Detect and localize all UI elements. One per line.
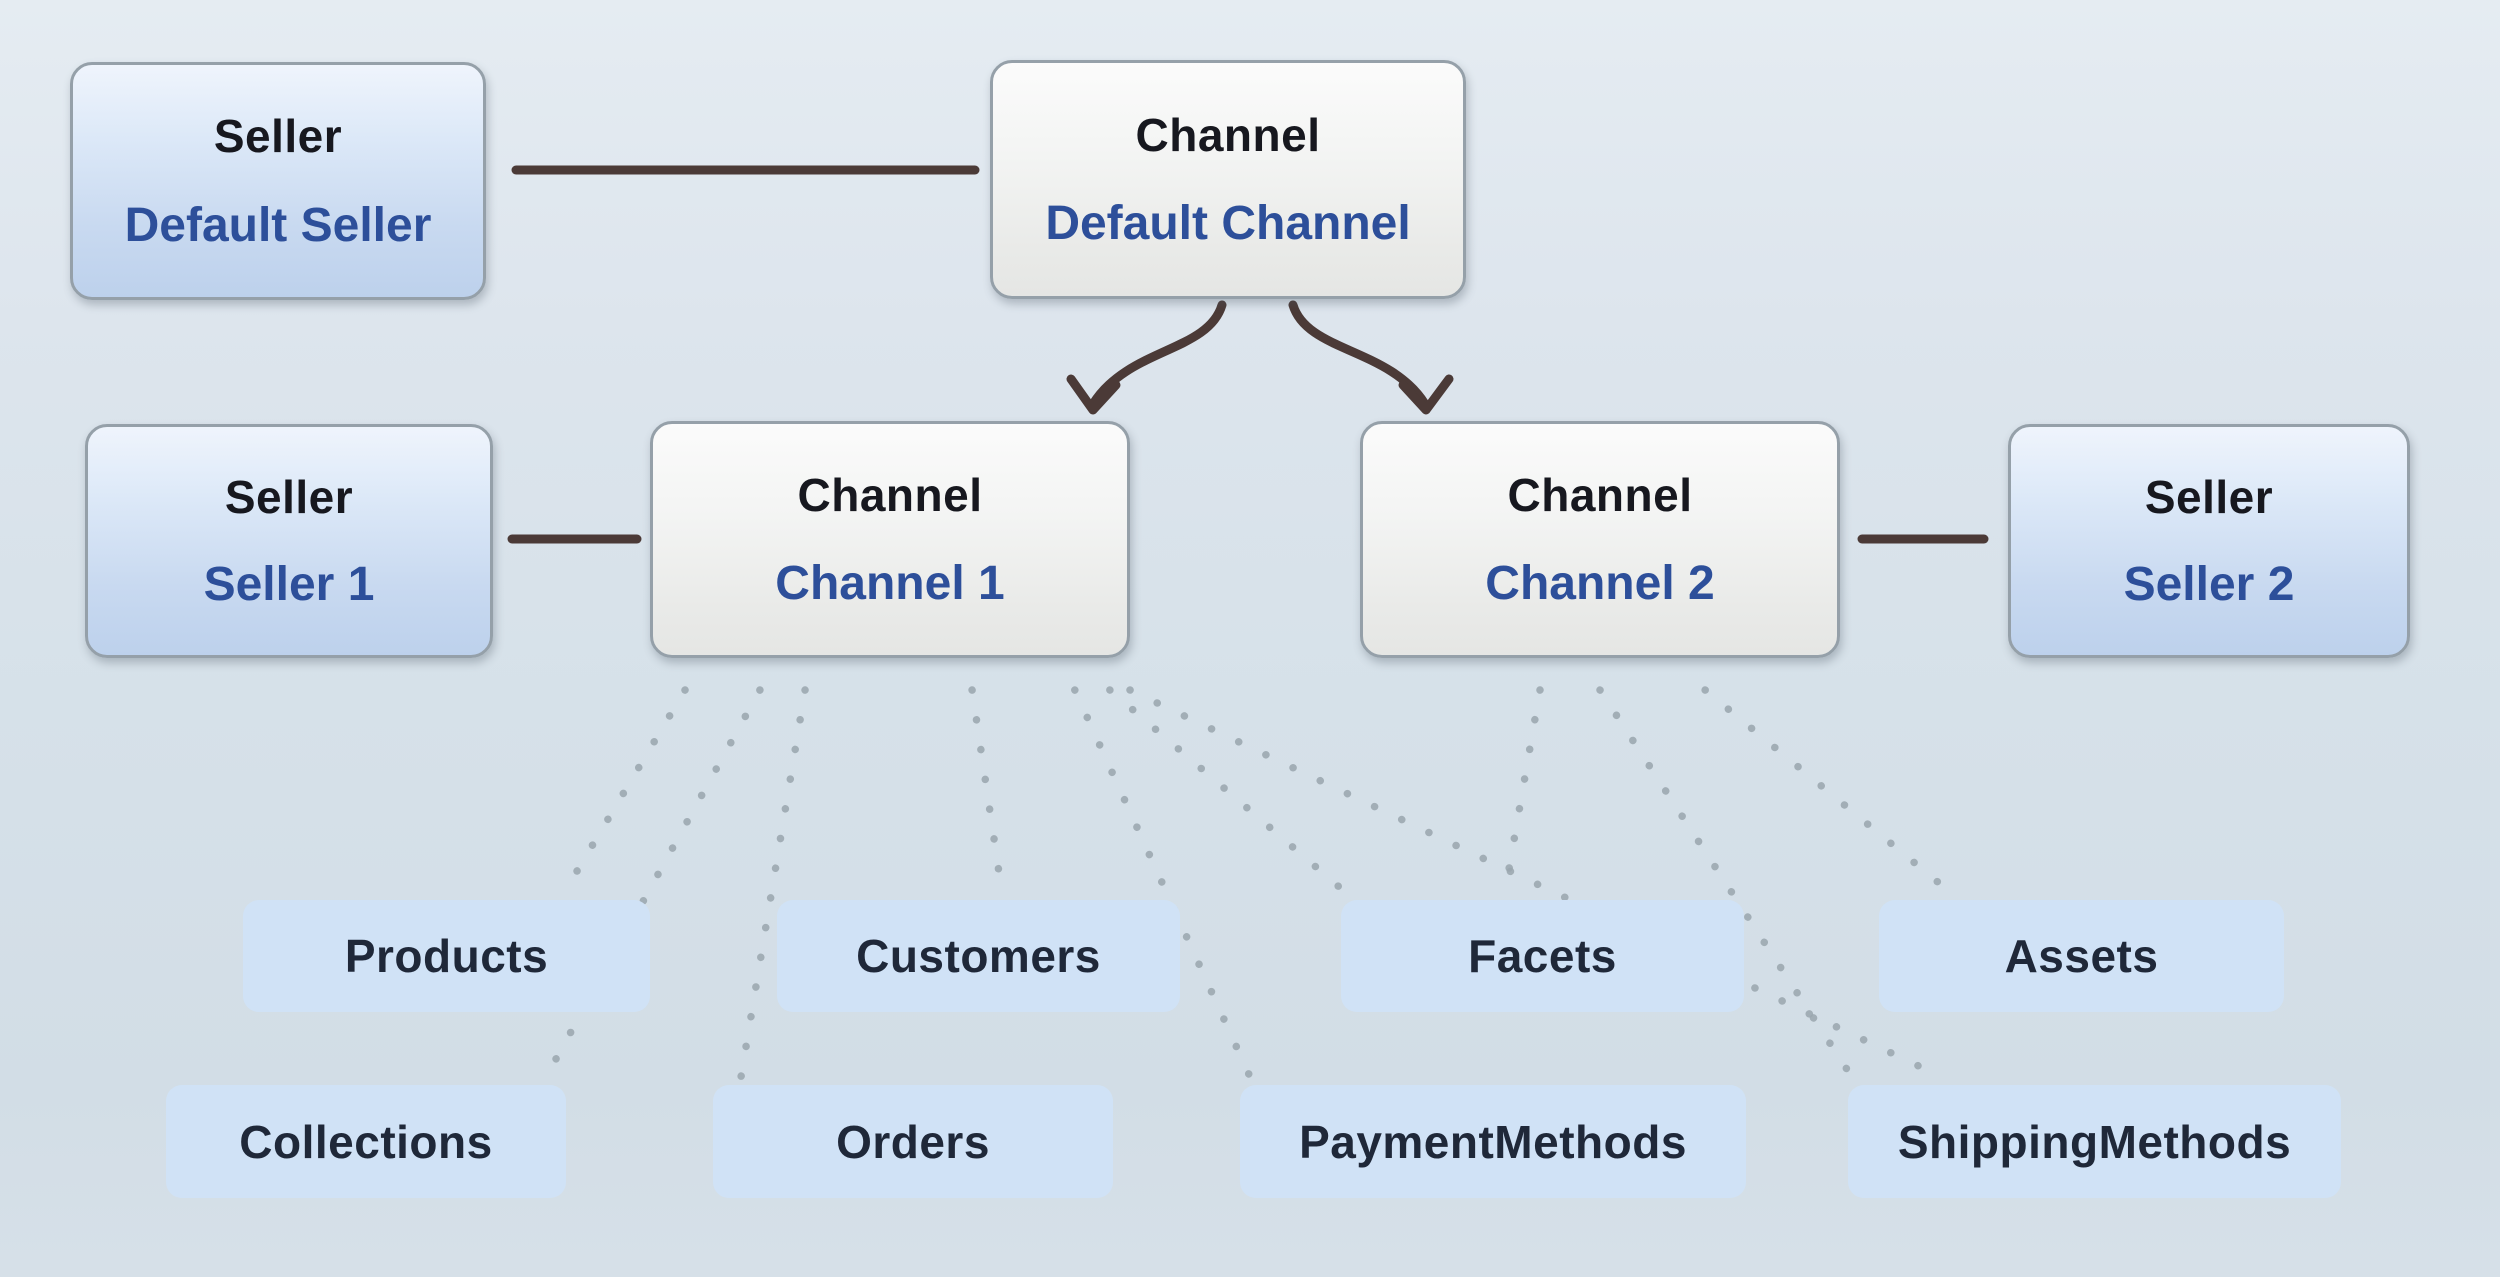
- dotted-connector-channel-1--customers: [968, 686, 1006, 896]
- default-seller-name-label: Default Seller: [124, 198, 432, 252]
- assets-label: Assets: [2004, 930, 2159, 982]
- dotted-connector-channel-2--assets: [1701, 686, 1954, 896]
- arrow-curve-default-channel--channel-2: [1288, 300, 1430, 409]
- arrowhead-default-channel--channel-2: [1398, 374, 1454, 415]
- products-label: Products: [344, 930, 549, 982]
- payment-methods-box: PaymentMethods: [1240, 1085, 1746, 1198]
- customers-label: Customers: [856, 930, 1101, 982]
- channel-1-type-label: Channel: [797, 469, 983, 521]
- dotted-connector-channel-2--facets: [1501, 686, 1544, 896]
- shipping-methods-box: ShippingMethods: [1848, 1085, 2341, 1198]
- arrow-curve-default-channel--channel-1: [1088, 300, 1227, 409]
- dotted-connector-channel-1--shipping-methods: [1126, 686, 1946, 1081]
- shipping-methods-label: ShippingMethods: [1897, 1115, 2292, 1168]
- default-channel-type-label: Channel: [1135, 108, 1321, 161]
- collections-label: Collections: [239, 1115, 493, 1168]
- seller-2-type-label: Seller: [2144, 471, 2274, 523]
- dotted-connector-channel-1--orders: [737, 686, 809, 1081]
- channel-2-name-label: Channel 2: [1485, 557, 1715, 610]
- seller-1-name-label: Seller 1: [203, 558, 375, 611]
- dotted-connector-channel-1--products: [560, 686, 689, 896]
- dotted-connector-channel-2--shipping-methods: [1596, 686, 1856, 1081]
- seller-1-type-label: Seller: [224, 471, 354, 523]
- orders-box: Orders: [713, 1085, 1113, 1198]
- facets-label: Facets: [1468, 930, 1617, 982]
- dotted-connector-channel-1--collections: [542, 686, 764, 1081]
- channel-1-name-label: Channel 1: [775, 557, 1005, 610]
- default-seller-type-label: Seller: [213, 110, 343, 163]
- assets-box: Assets: [1879, 900, 2284, 1012]
- dotted-connector-channel-1--facets: [1106, 686, 1349, 896]
- dotted-connector-channel-1--payment-methods: [1071, 686, 1254, 1081]
- payment-methods-label: PaymentMethods: [1299, 1115, 1687, 1168]
- arrowhead-default-channel--channel-1: [1066, 374, 1121, 415]
- products-box: Products: [243, 900, 650, 1012]
- facets-box: Facets: [1341, 900, 1744, 1012]
- seller-2-name-label: Seller 2: [2123, 558, 2295, 611]
- default-channel-name-label: Default Channel: [1045, 197, 1411, 251]
- orders-label: Orders: [836, 1115, 990, 1168]
- channel-2-type-label: Channel: [1507, 469, 1693, 521]
- collections-box: Collections: [166, 1085, 566, 1198]
- customers-box: Customers: [777, 900, 1180, 1012]
